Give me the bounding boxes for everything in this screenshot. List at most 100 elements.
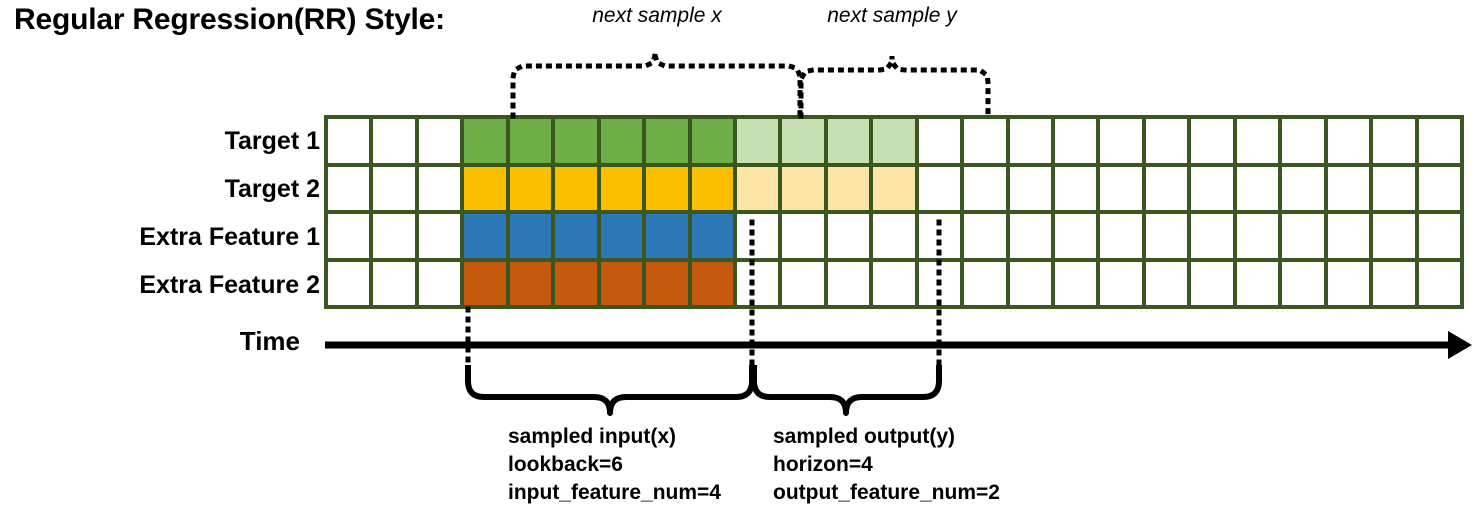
row-label-extra-feature-2: Extra Feature 2: [139, 271, 320, 299]
grid-cell: [1191, 166, 1233, 210]
caption-sampled-output: sampled output(y) horizon=4 output_featu…: [773, 423, 1000, 507]
grid-cell: [1145, 119, 1188, 163]
grid-cell: [1191, 214, 1233, 258]
grid-cell: [1009, 166, 1052, 210]
grid-cell: [1191, 261, 1233, 305]
grid-cell: [827, 214, 870, 258]
grid-cell: [1282, 119, 1324, 163]
grid-cell: [328, 261, 370, 305]
grid-cell: [1373, 119, 1415, 163]
grid-cell: [600, 261, 643, 305]
grid-cell: [1282, 214, 1324, 258]
grid-cell: [1100, 119, 1142, 163]
grid-cell: [1418, 166, 1460, 210]
grid-cell: [464, 214, 506, 258]
grid-cell: [1055, 119, 1097, 163]
grid-cell: [736, 166, 779, 210]
caption-sampled-input-line-3: input_feature_num=4: [508, 481, 721, 505]
grid-cell: [464, 166, 506, 210]
grid-cell: [873, 214, 915, 258]
grid-cell: [918, 261, 961, 305]
annotation-next-sample-y: next sample y: [827, 4, 957, 27]
caption-sampled-output-line-2: horizon=4: [773, 453, 873, 477]
grid-cell: [964, 119, 1006, 163]
grid-cell: [1373, 214, 1415, 258]
caption-sampled-input-line-2: lookback=6: [508, 453, 623, 477]
grid-cell: [1191, 119, 1233, 163]
grid-cell: [691, 119, 733, 163]
grid-cell: [464, 261, 506, 305]
grid-cell: [555, 166, 597, 210]
grid-cell: [1373, 166, 1415, 210]
grid-cell: [1327, 119, 1370, 163]
grid-cell: [918, 119, 961, 163]
row-label-extra-feature-1: Extra Feature 1: [139, 223, 320, 251]
grid-cell: [373, 166, 415, 210]
grid-cell: [1373, 261, 1415, 305]
grid-cell: [418, 261, 461, 305]
grid-cell: [1100, 214, 1142, 258]
grid-cell: [691, 166, 733, 210]
grid-cell: [418, 166, 461, 210]
grid-cell: [1327, 166, 1370, 210]
grid-cell: [373, 261, 415, 305]
grid-cell: [827, 119, 870, 163]
brace-next-sample-x: [510, 51, 803, 119]
grid-cell: [1100, 261, 1142, 305]
grid-cell: [827, 166, 870, 210]
grid-cell: [1055, 261, 1097, 305]
grid-cell: [1418, 119, 1460, 163]
brace-sampled-output: [751, 365, 942, 416]
grid-cell: [1236, 166, 1279, 210]
timeseries-grid: [324, 115, 1464, 309]
grid-cell: [600, 166, 643, 210]
caption-sampled-input: sampled input(x) lookback=6 input_featur…: [508, 423, 721, 507]
grid-cell: [827, 261, 870, 305]
grid-cell: [646, 119, 688, 163]
grid-cell: [509, 119, 552, 163]
grid-cell: [600, 119, 643, 163]
grid-cell: [964, 214, 1006, 258]
grid-cell: [1327, 261, 1370, 305]
grid-cell: [1282, 166, 1324, 210]
grid-cell: [736, 214, 779, 258]
grid-cell: [1236, 119, 1279, 163]
grid-cell: [736, 119, 779, 163]
grid-cell: [1418, 214, 1460, 258]
grid-cell: [600, 214, 643, 258]
grid-cell: [509, 166, 552, 210]
grid-cell: [873, 119, 915, 163]
grid-cell: [418, 119, 461, 163]
brace-sampled-input: [465, 365, 755, 416]
annotation-next-sample-x: next sample x: [592, 4, 722, 27]
grid-cell: [918, 166, 961, 210]
time-axis-label: Time: [239, 326, 300, 356]
grid-cell: [1055, 166, 1097, 210]
grid-cell: [918, 214, 961, 258]
grid-cell: [1418, 261, 1460, 305]
row-label-target-2: Target 2: [224, 175, 320, 203]
grid-cell: [646, 166, 688, 210]
grid-cell: [464, 119, 506, 163]
grid-cell: [1236, 214, 1279, 258]
grid-cell: [328, 119, 370, 163]
grid-cell: [873, 261, 915, 305]
row-label-target-1: Target 1: [224, 127, 320, 155]
grid-cell: [964, 166, 1006, 210]
grid-cell: [782, 261, 824, 305]
page-title: Regular Regression(RR) Style:: [14, 3, 445, 36]
grid-cell: [964, 261, 1006, 305]
grid-cell: [1055, 214, 1097, 258]
grid-cell: [373, 214, 415, 258]
grid-cell: [1009, 261, 1052, 305]
grid-cell: [555, 214, 597, 258]
grid-cell: [1100, 166, 1142, 210]
grid-cell: [328, 214, 370, 258]
grid-cell: [782, 166, 824, 210]
grid-cell: [1282, 261, 1324, 305]
grid-cell: [1327, 214, 1370, 258]
caption-sampled-output-line-1: sampled output(y): [773, 425, 955, 448]
grid-cell: [509, 214, 552, 258]
grid-cell: [782, 119, 824, 163]
grid-cell: [418, 214, 461, 258]
